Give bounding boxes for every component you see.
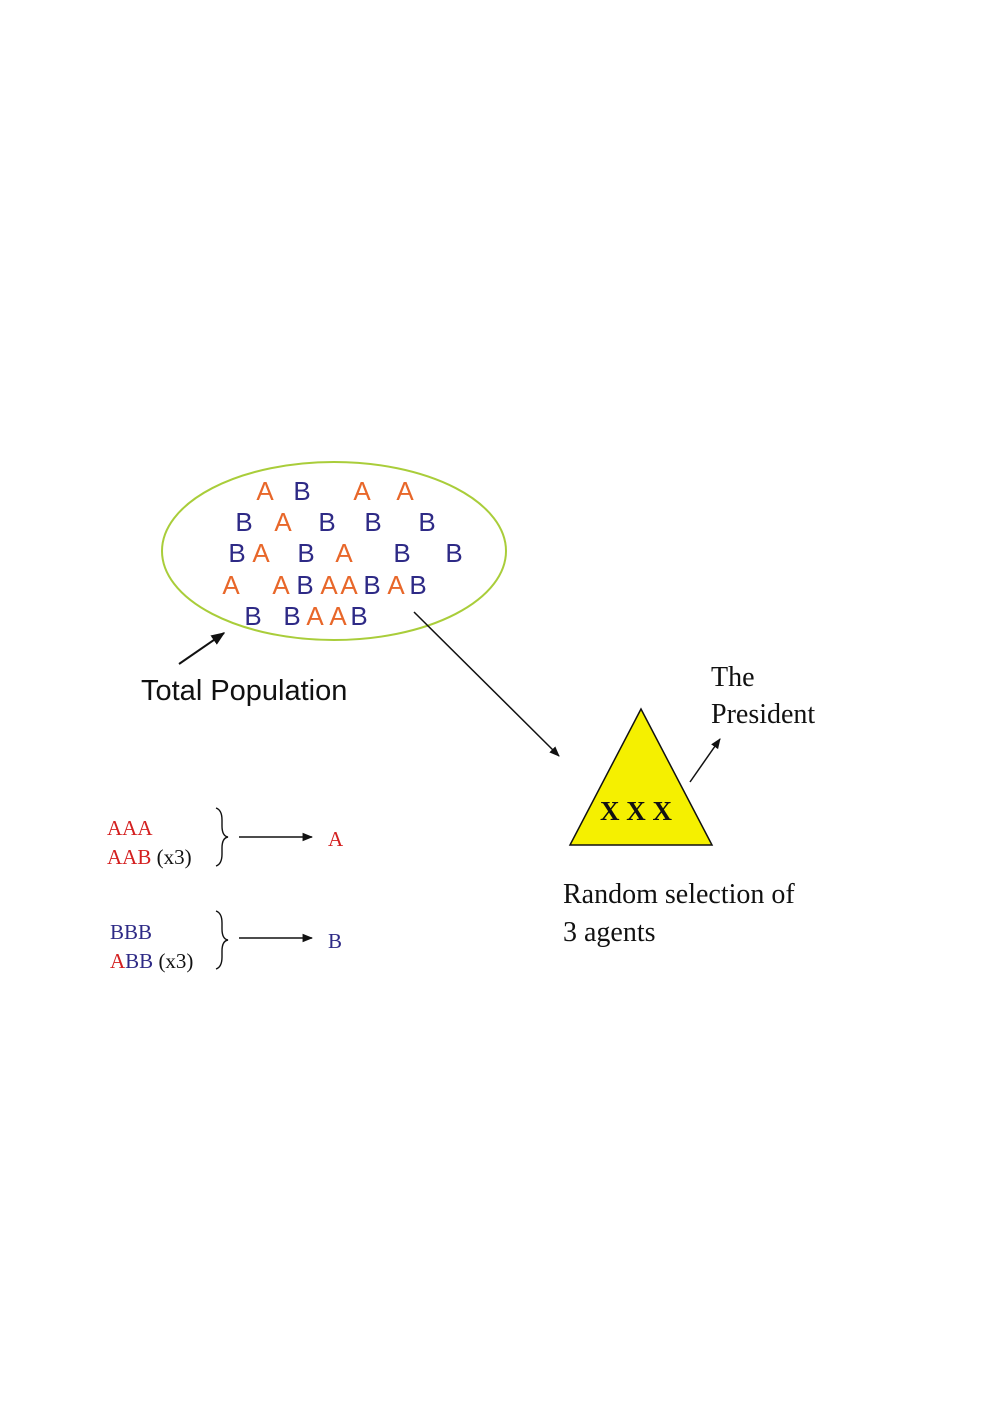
population-agent-b: B — [244, 601, 261, 631]
rule-b-brace — [215, 910, 229, 970]
rule-b-result: B — [328, 929, 342, 953]
population-agent-b: B — [283, 601, 300, 631]
population-agent-b: B — [409, 570, 426, 600]
president-triangle — [568, 707, 714, 846]
population-agent-a: A — [387, 570, 405, 600]
population-agent-a: A — [396, 476, 414, 506]
rule-b-combination-2: ABB (x3) — [110, 949, 193, 973]
total-population-arrow — [178, 632, 226, 665]
rule-a-brace — [215, 807, 229, 867]
president-label-line1: The — [711, 662, 755, 693]
population-agent-a: A — [353, 476, 371, 506]
rule-b-combination-1: BBB — [110, 920, 152, 944]
rule-segment: (x3) — [153, 949, 193, 973]
population-agent-b: B — [296, 570, 313, 600]
population-agent-a: A — [335, 538, 353, 568]
population-agent-a: A — [256, 476, 274, 506]
population-agent-b: B — [297, 538, 314, 568]
population-agent-a: A — [340, 570, 358, 600]
population-agent-a: A — [274, 507, 292, 537]
population-agent-a: A — [306, 601, 324, 631]
rule-a-combination-2: AAB (x3) — [107, 845, 192, 869]
population-agent-b: B — [418, 507, 435, 537]
president-pointer-arrow — [689, 738, 721, 783]
rule-segment: A — [110, 949, 126, 973]
president-agents: X X X — [600, 796, 672, 826]
rule-segment: BBB — [110, 920, 152, 944]
majority-rule-b: BBB ABB (x3) B — [110, 910, 342, 973]
population-agent-a: A — [272, 570, 290, 600]
majority-rule-a: AAA AAB (x3) A — [107, 807, 344, 869]
population-ellipse — [161, 461, 507, 641]
selection-caption-line2: 3 agents — [563, 917, 656, 948]
rule-segment: AAA — [107, 816, 153, 840]
president-label-line2: President — [711, 699, 815, 730]
population-agent-b: B — [293, 476, 310, 506]
selection-caption-line1: Random selection of — [563, 879, 795, 910]
rule-a-result: A — [328, 827, 344, 851]
population-agent-b: B — [235, 507, 252, 537]
rule-segment: (x3) — [151, 845, 191, 869]
population-agent-a: A — [329, 601, 347, 631]
population-agent-b: B — [393, 538, 410, 568]
population-agent-a: A — [320, 570, 338, 600]
total-population-label: Total Population — [141, 675, 347, 707]
population-agent-b: B — [318, 507, 335, 537]
rule-segment: AAB — [107, 845, 151, 869]
rule-segment: BB — [125, 949, 153, 973]
rule-a-combination-1: AAA — [107, 816, 153, 840]
population-agent-b: B — [350, 601, 367, 631]
population-agent-b: B — [364, 507, 381, 537]
population-agent-a: A — [222, 570, 240, 600]
population-agent-a: A — [252, 538, 270, 568]
population-agent-b: B — [228, 538, 245, 568]
population-agent-b: B — [445, 538, 462, 568]
selection-arrow — [413, 611, 560, 757]
population-agent-b: B — [363, 570, 380, 600]
